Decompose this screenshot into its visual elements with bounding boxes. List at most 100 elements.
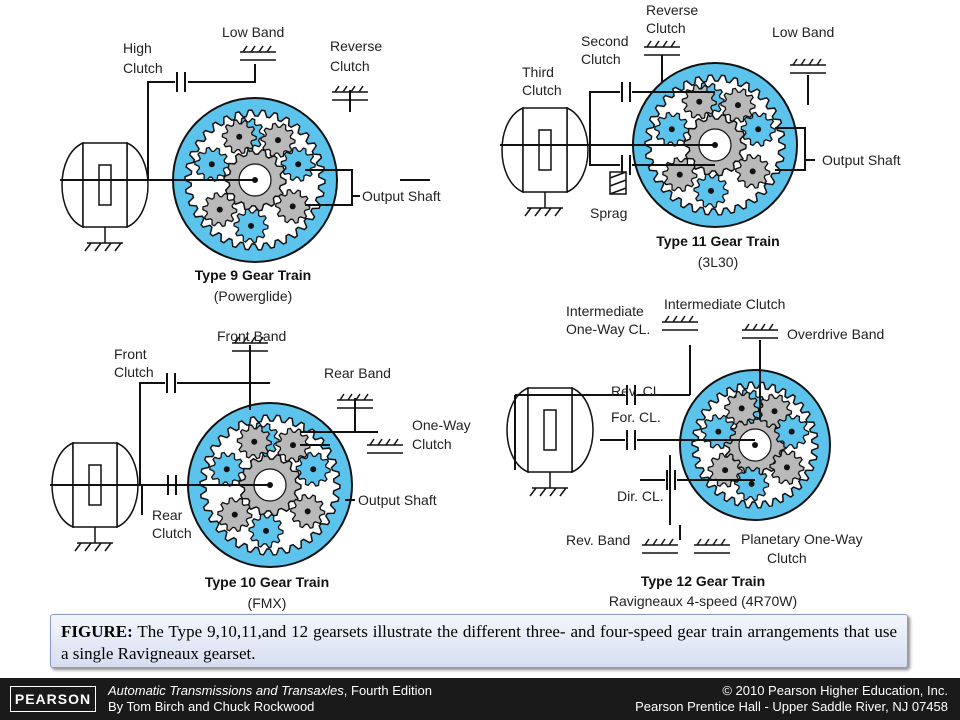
clutch-symbol — [666, 470, 676, 490]
type9-planet-gear — [221, 119, 257, 155]
figure-caption: FIGURE: The Type 9,10,11,and 12 gearsets… — [50, 614, 908, 668]
type12-label: Planetary One-Way — [741, 531, 863, 547]
type12-label: Rev. Band — [566, 532, 630, 548]
type11-subtitle: (3L30) — [698, 254, 738, 270]
type11-label: Low Band — [772, 24, 834, 40]
type10-label: Clutch — [152, 525, 192, 541]
type10-torque-converter — [51, 441, 139, 552]
clutch-symbol — [621, 82, 631, 102]
type12-label: One-Way CL. — [566, 321, 650, 337]
band-symbol — [662, 315, 698, 331]
clutch-symbol — [166, 373, 176, 393]
type9-planet-gear — [260, 122, 296, 158]
type10-planet-gear — [248, 513, 284, 549]
type10-label: Front Band — [217, 328, 286, 344]
pearson-logo: PEARSON — [10, 686, 96, 712]
type9-planet-gear — [194, 146, 230, 182]
band-symbol — [332, 85, 368, 101]
type9-planet-gear — [233, 208, 269, 244]
copyright: © 2010 Pearson Higher Education, Inc. — [722, 683, 948, 698]
band-symbol — [232, 336, 268, 352]
type10-label: Rear — [152, 507, 183, 523]
band-symbol — [644, 40, 680, 56]
type10-label: Rear Band — [324, 365, 391, 381]
type11-planet-gear — [735, 153, 771, 189]
type9-label: Clutch — [330, 58, 370, 74]
type12-label: Dir. CL. — [617, 488, 664, 504]
type11-planet-gear — [654, 111, 690, 147]
band-symbol — [337, 393, 373, 409]
type11-label: Second — [581, 33, 628, 49]
type12-label: Rev. CL. — [611, 383, 664, 399]
type11-label: Clutch — [581, 51, 621, 67]
type11-label: Reverse — [646, 2, 698, 18]
type11-torque-converter — [501, 106, 589, 217]
type10-planet-gear — [236, 424, 272, 460]
caption-lead: FIGURE: — [61, 622, 133, 641]
type9-label: Output Shaft — [362, 188, 441, 204]
type9-label: Clutch — [123, 60, 163, 76]
type9-label: Reverse — [330, 38, 382, 54]
type12-label: For. CL. — [611, 409, 661, 425]
type9-label: Low Band — [222, 24, 284, 40]
band-symbol — [642, 538, 678, 554]
type11-label: Clutch — [522, 82, 562, 98]
type9-title: Type 9 Gear Train — [195, 267, 311, 283]
type10-planet-gear — [290, 493, 326, 529]
clutch-symbol — [626, 385, 636, 405]
type11-label: Clutch — [646, 20, 686, 36]
band-symbol — [694, 538, 730, 554]
type9-subtitle: (Powerglide) — [214, 288, 293, 304]
book-edition: , Fourth Edition — [343, 683, 432, 698]
band-symbol — [790, 58, 826, 74]
band-symbol — [240, 45, 276, 61]
type12-torque-converter — [506, 386, 594, 497]
type12-planet-gear — [733, 466, 770, 502]
type12-subtitle: Ravigneaux 4-speed (4R70W) — [609, 593, 797, 609]
type9-planet-gear — [275, 188, 311, 224]
type11-planet-gear — [693, 173, 729, 209]
type9-planet-gear — [202, 192, 238, 228]
publisher-info: © 2010 Pearson Higher Education, Inc. Pe… — [635, 683, 948, 715]
type11-label: Third — [522, 64, 554, 80]
clutch-symbol — [176, 72, 186, 92]
type10-label: Clutch — [114, 364, 154, 380]
type12-planet-gear — [707, 452, 743, 488]
book-authors: By Tom Birch and Chuck Rockwood — [108, 699, 315, 714]
type10-subtitle: (FMX) — [248, 595, 287, 611]
type12-planet-gear — [724, 390, 760, 426]
type11-title: Type 11 Gear Train — [656, 233, 779, 249]
type10-label: Clutch — [412, 436, 452, 452]
type10-label: Front — [114, 346, 147, 362]
book-info: Automatic Transmissions and Transaxles, … — [108, 683, 432, 715]
type11-planet-gear — [740, 111, 776, 147]
book-title: Automatic Transmissions and Transaxles — [108, 683, 344, 698]
type9-torque-converter — [61, 141, 149, 252]
type11-planet-gear — [720, 87, 756, 123]
type12-label: Clutch — [767, 550, 807, 566]
type12-gearset — [506, 369, 831, 521]
type10-title: Type 10 Gear Train — [205, 574, 329, 590]
type12-label: Intermediate Clutch — [664, 296, 785, 312]
type12-label: Overdrive Band — [787, 326, 884, 342]
type12-planet-gear — [773, 414, 810, 450]
type10-planet-gear — [209, 451, 245, 487]
footer-bar: PEARSON Automatic Transmissions and Tran… — [0, 678, 960, 720]
type10-planet-gear — [295, 451, 331, 487]
type12-title: Type 12 Gear Train — [641, 573, 765, 589]
type12-planet-gear — [769, 449, 805, 485]
type11-label: Output Shaft — [822, 152, 901, 168]
type9-planet-gear — [280, 146, 316, 182]
type11-planet-gear — [681, 84, 717, 120]
clutch-symbol — [167, 475, 177, 495]
publisher: Pearson Prentice Hall - Upper Saddle Riv… — [635, 699, 948, 714]
band-symbol — [367, 438, 403, 454]
type10-planet-gear — [217, 497, 253, 533]
band-symbol — [742, 323, 778, 339]
type11-planet-gear — [662, 157, 698, 193]
type9-label: High — [123, 40, 152, 56]
type10-gearset — [51, 402, 353, 568]
type11-label: Sprag — [590, 205, 627, 221]
type10-planet-gear — [275, 427, 311, 463]
